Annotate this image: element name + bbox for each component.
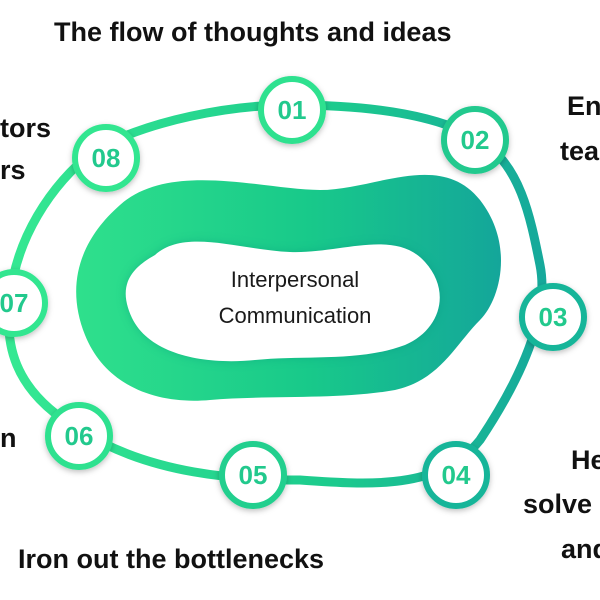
node-06-label: 06 [65, 421, 94, 451]
node-06: 06 [45, 402, 113, 470]
label-top-right-line2: tea [560, 136, 600, 166]
node-03-label: 03 [539, 302, 568, 332]
label-right-bottom-line2: solve [523, 489, 593, 519]
node-08-label: 08 [92, 143, 121, 173]
node-08: 08 [72, 124, 140, 192]
node-03: 03 [519, 283, 587, 351]
node-01: 01 [258, 76, 326, 144]
label-left-mid: n [0, 423, 17, 453]
node-04: 04 [422, 441, 490, 509]
center-label: Interpersonal Communication [190, 262, 400, 334]
label-top-left-line1: tors [0, 113, 52, 143]
label-bottom: Iron out the bottlenecks [18, 544, 325, 574]
node-01-label: 01 [278, 95, 307, 125]
node-02-label: 02 [461, 125, 490, 155]
inner-blob [125, 241, 440, 362]
node-07-label: 07 [0, 288, 28, 318]
label-top-right-line1: En [567, 91, 600, 121]
label-right-bottom-line1: He [571, 445, 600, 475]
outer-ring [4, 100, 547, 488]
label-right-bottom-line3: and [561, 534, 600, 564]
node-02: 02 [441, 106, 509, 174]
label-top-left-line2: rs [0, 155, 26, 185]
node-07: 07 [0, 269, 48, 337]
node-04-label: 04 [442, 460, 471, 490]
node-05: 05 [219, 441, 287, 509]
center-label-line1: Interpersonal [230, 267, 360, 292]
center-label-line2: Communication [218, 303, 372, 328]
node-05-label: 05 [239, 460, 268, 490]
title: The flow of thoughts and ideas [54, 17, 452, 47]
